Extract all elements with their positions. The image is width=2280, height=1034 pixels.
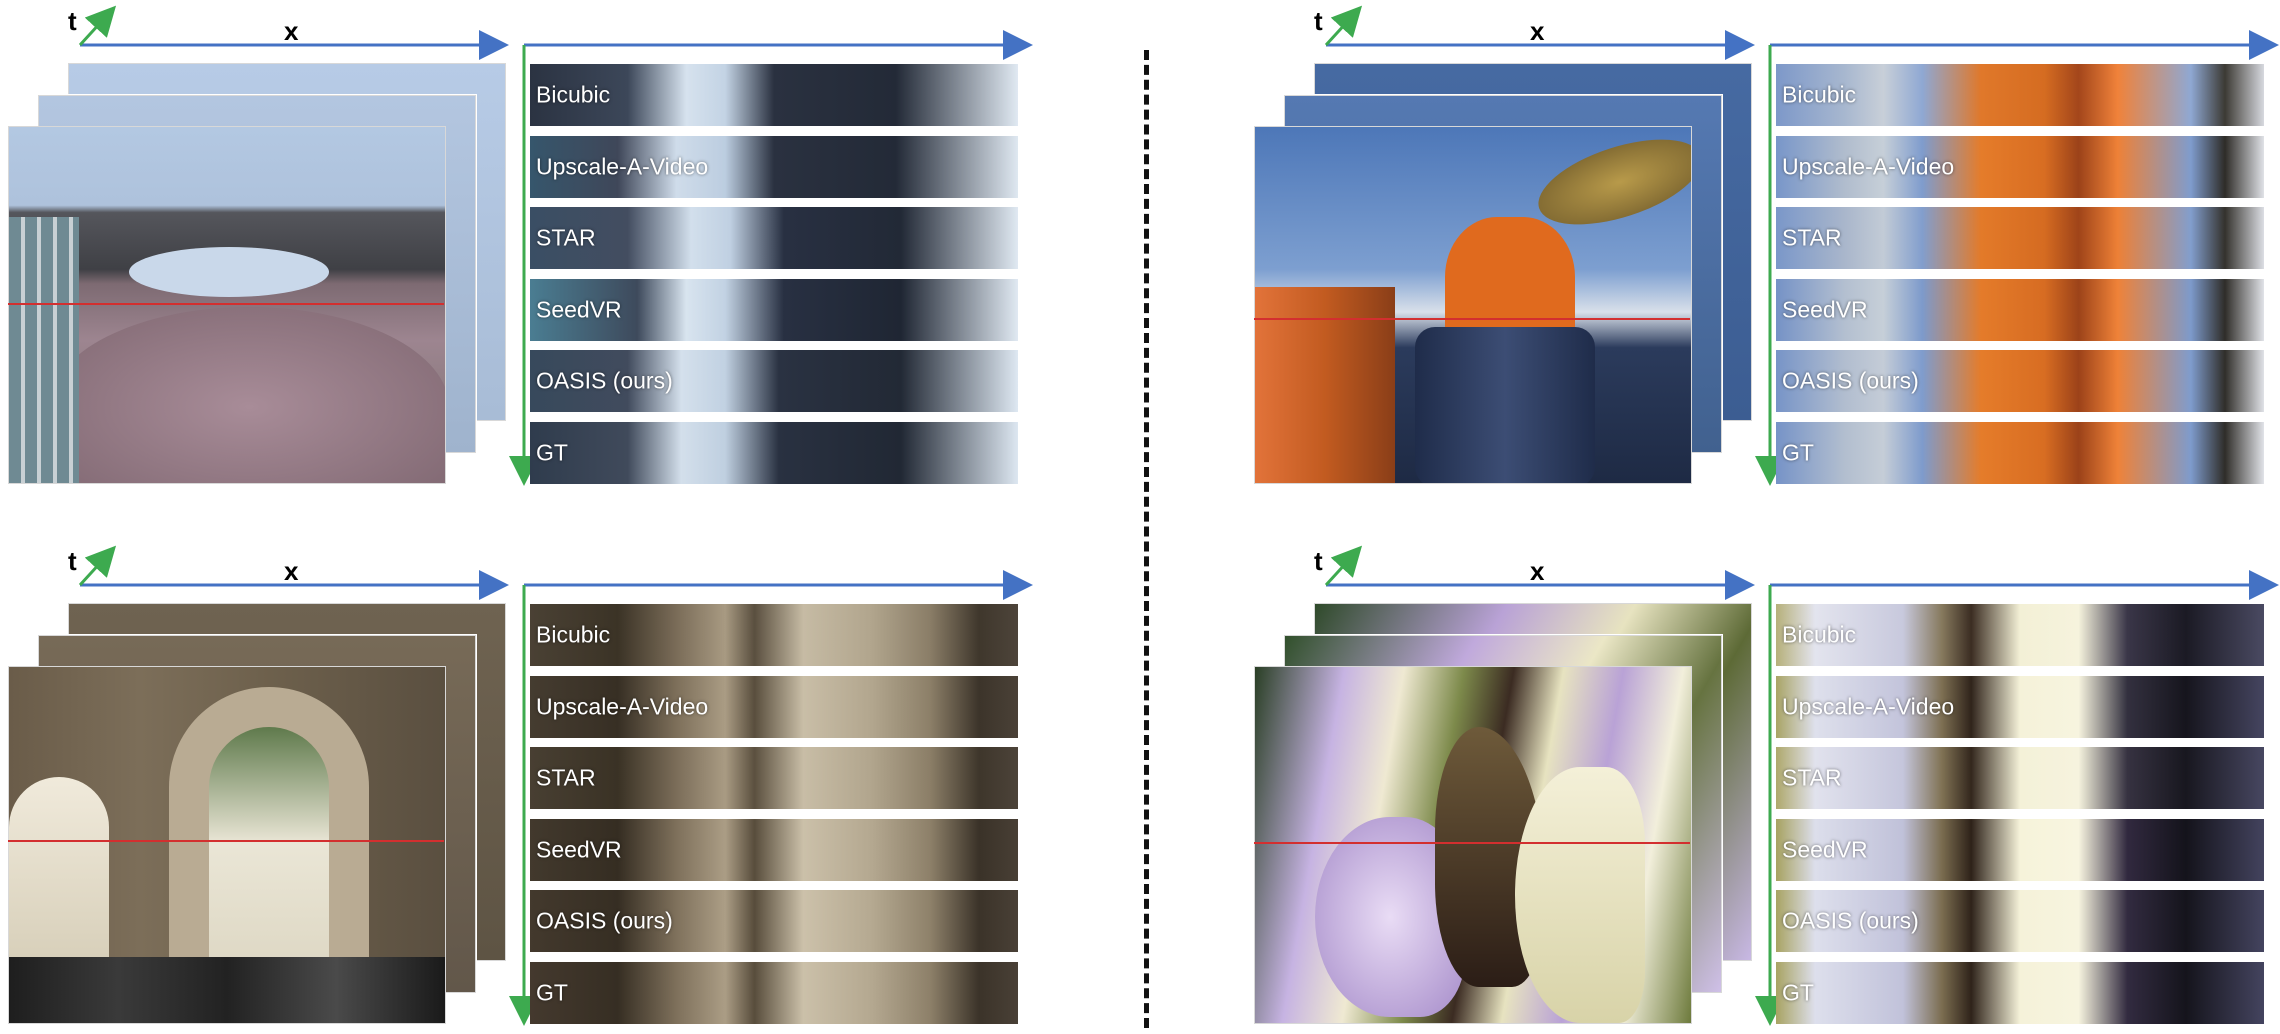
method-label: Upscale-A-Video xyxy=(1782,153,1955,180)
strip-star: STAR xyxy=(530,747,1018,809)
t-axis-arrow xyxy=(1324,5,1363,47)
method-label: GT xyxy=(1782,979,1814,1006)
strip-oasis-ours: OASIS (ours) xyxy=(1776,350,2264,412)
x-axis-label: x xyxy=(1530,556,1545,586)
t-axis-label: t xyxy=(68,546,77,576)
method-label: SeedVR xyxy=(536,836,622,863)
method-label: Bicubic xyxy=(536,81,611,108)
method-label: OASIS (ours) xyxy=(536,907,673,934)
method-label: Upscale-A-Video xyxy=(1782,693,1955,720)
panel-divider xyxy=(1144,50,1149,1028)
video-frame-front xyxy=(8,126,446,484)
method-label: SeedVR xyxy=(1782,836,1868,863)
x-axis-label: x xyxy=(1530,16,1545,46)
method-label: Bicubic xyxy=(1782,81,1857,108)
method-label: Bicubic xyxy=(536,621,611,648)
strip-star: STAR xyxy=(1776,747,2264,809)
panel-architecture: t x Bicubic Upscale-A-Video STAR SeedVR … xyxy=(0,0,1050,486)
strip-star: STAR xyxy=(1776,207,2264,269)
method-label: OASIS (ours) xyxy=(536,367,673,394)
x-axis-label: x xyxy=(284,556,299,586)
method-label: GT xyxy=(536,439,568,466)
axes-arrows xyxy=(78,545,1033,1026)
frame-crowd xyxy=(9,957,445,1023)
axes-arrows xyxy=(78,5,1033,486)
method-label: STAR xyxy=(536,224,596,251)
axes-arrows xyxy=(1324,5,2279,486)
method-label: STAR xyxy=(1782,764,1842,791)
strip-bicubic: Bicubic xyxy=(530,604,1018,666)
strip-gt: GT xyxy=(530,962,1018,1024)
panel-drummer: t x Bicubic Upscale-A-Video STAR SeedVR … xyxy=(1246,0,2280,486)
t-axis-arrow xyxy=(1324,545,1363,587)
strip-bicubic: Bicubic xyxy=(530,64,1018,126)
frame-side-building xyxy=(9,217,79,483)
method-label: GT xyxy=(536,979,568,1006)
strip-upscale-a-video: Upscale-A-Video xyxy=(530,676,1018,738)
method-label: STAR xyxy=(1782,224,1842,251)
axes-arrows xyxy=(1324,545,2279,1026)
strip-bicubic: Bicubic xyxy=(1776,64,2264,126)
t-axis-label: t xyxy=(68,6,77,36)
frame-bandmates xyxy=(1255,287,1395,483)
strip-gt: GT xyxy=(530,422,1018,484)
t-axis-label: t xyxy=(1314,6,1323,36)
panel-archway: t x Bicubic Upscale-A-Video STAR SeedVR … xyxy=(0,540,1050,1026)
method-label: SeedVR xyxy=(1782,296,1868,323)
frame-drum xyxy=(1415,327,1595,483)
strip-oasis-ours: OASIS (ours) xyxy=(1776,890,2264,952)
t-axis-arrow xyxy=(78,545,117,587)
frame-dome xyxy=(49,307,445,483)
method-label: GT xyxy=(1782,439,1814,466)
strip-seedvr: SeedVR xyxy=(530,819,1018,881)
strip-oasis-ours: OASIS (ours) xyxy=(530,890,1018,952)
strip-upscale-a-video: Upscale-A-Video xyxy=(1776,136,2264,198)
strip-upscale-a-video: Upscale-A-Video xyxy=(1776,676,2264,738)
strip-seedvr: SeedVR xyxy=(530,279,1018,341)
frame-cream-form xyxy=(1515,767,1645,1023)
strip-gt: GT xyxy=(1776,422,2264,484)
scanline-marker xyxy=(1254,842,1690,844)
method-label: SeedVR xyxy=(536,296,622,323)
strip-gt: GT xyxy=(1776,962,2264,1024)
strip-oasis-ours: OASIS (ours) xyxy=(530,350,1018,412)
method-label: Bicubic xyxy=(1782,621,1857,648)
x-axis-label: x xyxy=(284,16,299,46)
strip-star: STAR xyxy=(530,207,1018,269)
strip-seedvr: SeedVR xyxy=(1776,279,2264,341)
video-frame-front xyxy=(1254,666,1692,1024)
panel-abstract: t x Bicubic Upscale-A-Video STAR SeedVR … xyxy=(1246,540,2280,1026)
t-axis-label: t xyxy=(1314,546,1323,576)
method-label: OASIS (ours) xyxy=(1782,907,1919,934)
scanline-marker xyxy=(1254,318,1690,320)
frame-ellipse-opening xyxy=(129,247,329,297)
video-frame-front xyxy=(8,666,446,1024)
scanline-marker xyxy=(8,840,444,842)
strip-upscale-a-video: Upscale-A-Video xyxy=(530,136,1018,198)
t-axis-arrow xyxy=(78,5,117,47)
strip-seedvr: SeedVR xyxy=(1776,819,2264,881)
method-label: Upscale-A-Video xyxy=(536,693,709,720)
method-label: STAR xyxy=(536,764,596,791)
method-label: Upscale-A-Video xyxy=(536,153,709,180)
video-frame-front xyxy=(1254,126,1692,484)
method-label: OASIS (ours) xyxy=(1782,367,1919,394)
scanline-marker xyxy=(8,303,444,305)
strip-bicubic: Bicubic xyxy=(1776,604,2264,666)
frame-cymbal xyxy=(1528,127,1691,242)
